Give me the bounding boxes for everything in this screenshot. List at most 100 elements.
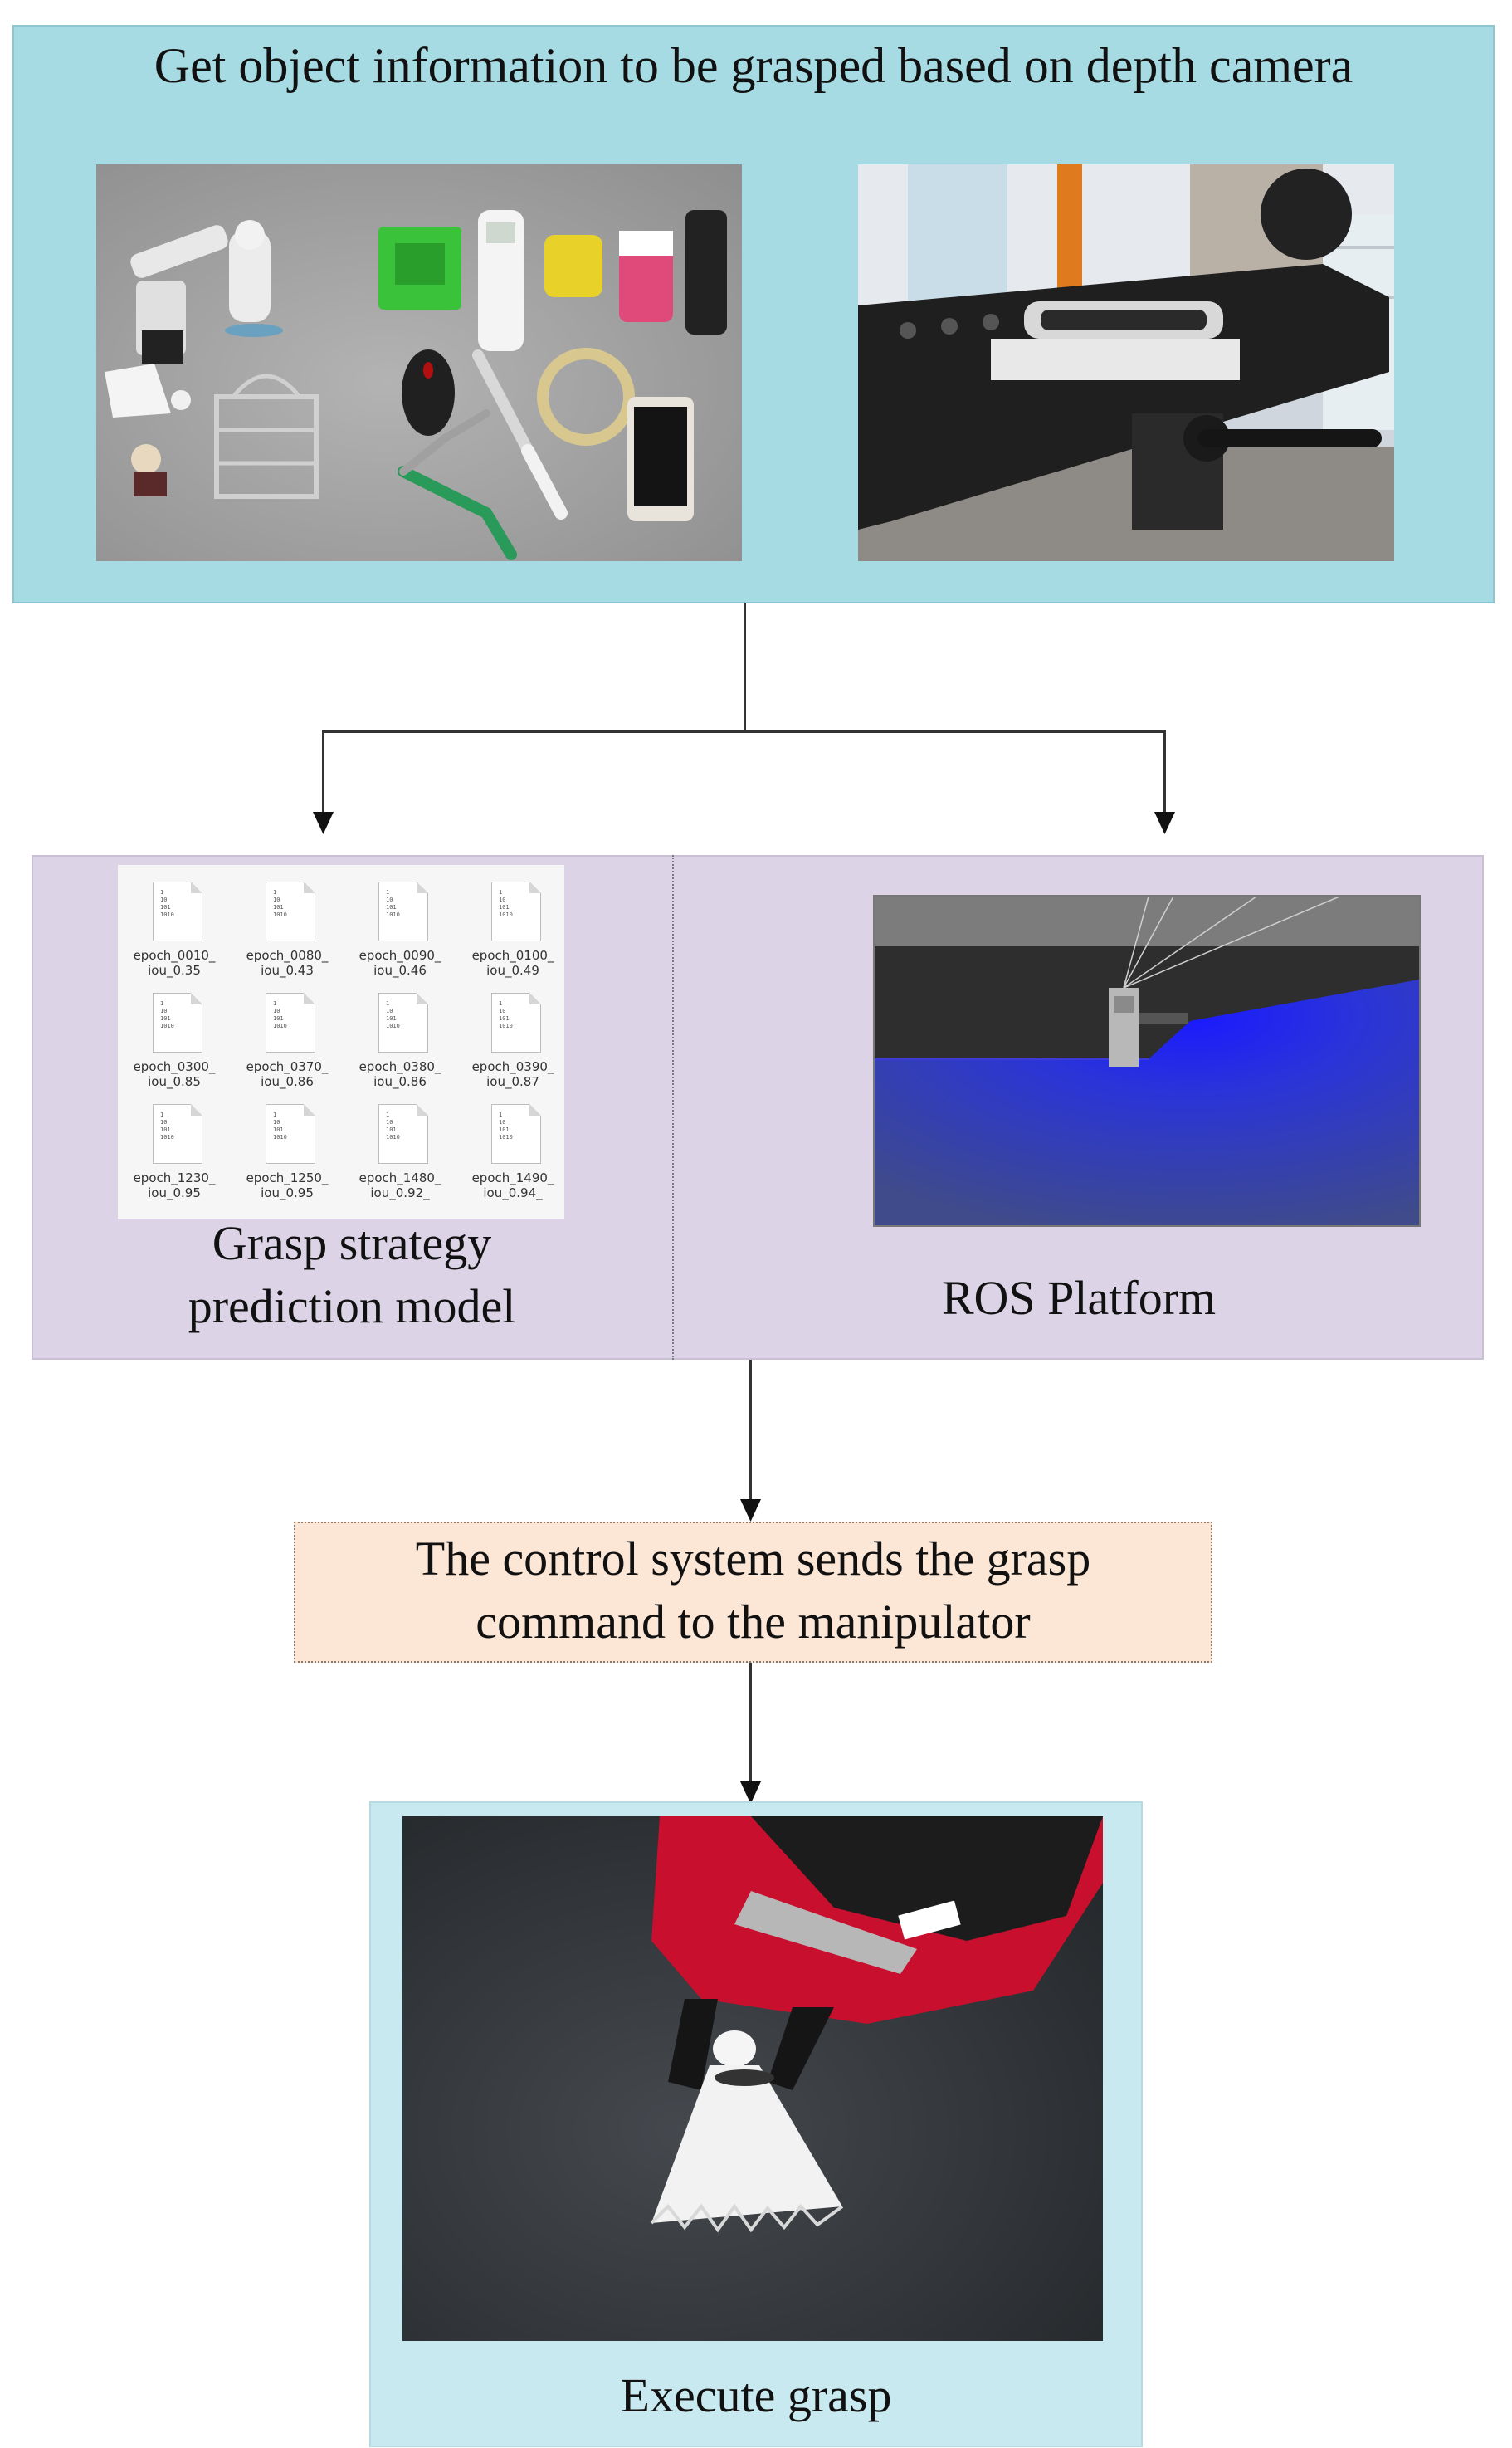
file-name-epoch: epoch_1230_ (133, 1170, 216, 1185)
file-name: epoch_0370_iou_0.86 (232, 1059, 342, 1089)
connector-mid-to-command (749, 1360, 752, 1501)
file-icon: 1 10 101 1010 (266, 882, 315, 941)
file-icon: 1 10 101 1010 (378, 1104, 428, 1164)
file-icon-text: 1 10 101 1010 (499, 1000, 513, 1029)
connector-horizontal (322, 730, 1165, 733)
ros-simulation-render (873, 895, 1421, 1227)
file-name-iou: iou_0.86 (373, 1074, 427, 1089)
checkpoint-file[interactable]: 1 10 101 1010 epoch_1490_iou_0.94_ (463, 1104, 563, 1212)
panel-divider (672, 855, 674, 1360)
checkpoint-file[interactable]: 1 10 101 1010 epoch_0010_iou_0.35 (124, 882, 224, 989)
arrowhead-execute-icon (740, 1781, 761, 1804)
file-icon-text: 1 10 101 1010 (160, 1000, 174, 1029)
file-icon-text: 1 10 101 1010 (160, 1112, 174, 1141)
file-name-epoch: epoch_0380_ (358, 1059, 441, 1074)
file-name-epoch: epoch_0300_ (133, 1059, 216, 1074)
file-name: epoch_0100_iou_0.49 (458, 948, 568, 978)
file-name-iou: iou_0.85 (148, 1074, 201, 1089)
file-name-iou: iou_0.94_ (483, 1185, 543, 1200)
file-name-iou: iou_0.95 (261, 1185, 314, 1200)
checkpoint-file[interactable]: 1 10 101 1010 epoch_1250_iou_0.95 (237, 1104, 337, 1212)
file-icon-text: 1 10 101 1010 (386, 889, 400, 918)
file-name: epoch_0080_iou_0.43 (232, 948, 342, 978)
execute-grasp-label-text: Execute grasp (620, 2368, 892, 2422)
file-icon: 1 10 101 1010 (491, 1104, 541, 1164)
checkpoint-file[interactable]: 1 10 101 1010 epoch_0100_iou_0.49 (463, 882, 563, 989)
file-name-epoch: epoch_0080_ (246, 948, 329, 963)
execute-grasp-label: Execute grasp (369, 2364, 1143, 2427)
control-command-line1: The control system sends the grasp (415, 1532, 1091, 1586)
camera-info-title: Get object information to be grasped bas… (154, 38, 1353, 93)
arrowhead-right-icon (1154, 812, 1175, 834)
file-icon-text: 1 10 101 1010 (273, 1112, 287, 1141)
file-name-iou: iou_0.49 (486, 963, 539, 978)
file-name-iou: iou_0.43 (261, 963, 314, 978)
file-name: epoch_1250_iou_0.95 (232, 1170, 342, 1200)
file-name-iou: iou_0.95 (148, 1185, 201, 1200)
file-name-iou: iou_0.46 (373, 963, 427, 978)
checkpoint-file[interactable]: 1 10 101 1010 epoch_0080_iou_0.43 (237, 882, 337, 989)
ros-platform-label-text: ROS Platform (941, 1271, 1217, 1325)
checkpoint-file[interactable]: 1 10 101 1010 epoch_0300_iou_0.85 (124, 993, 224, 1101)
arrowhead-command-icon (740, 1499, 761, 1522)
file-name-iou: iou_0.92_ (370, 1185, 430, 1200)
checkpoint-file[interactable]: 1 10 101 1010 epoch_0370_iou_0.86 (237, 993, 337, 1101)
file-icon: 1 10 101 1010 (378, 993, 428, 1053)
checkpoint-file[interactable]: 1 10 101 1010 epoch_0390_iou_0.87 (463, 993, 563, 1101)
file-name-iou: iou_0.87 (486, 1074, 539, 1089)
file-name-epoch: epoch_1480_ (358, 1170, 441, 1185)
file-icon: 1 10 101 1010 (266, 993, 315, 1053)
file-name-epoch: epoch_1250_ (246, 1170, 329, 1185)
file-icon-text: 1 10 101 1010 (499, 889, 513, 918)
file-name: epoch_1230_iou_0.95 (119, 1170, 229, 1200)
file-name: epoch_1490_iou_0.94_ (458, 1170, 568, 1200)
control-command-text: The control system sends the grasp comma… (294, 1527, 1212, 1654)
arrowhead-left-icon (313, 812, 334, 834)
file-icon: 1 10 101 1010 (491, 993, 541, 1053)
file-name: epoch_0090_iou_0.46 (345, 948, 455, 978)
grasp-model-label-line2: prediction model (188, 1279, 516, 1333)
file-name-epoch: epoch_0390_ (471, 1059, 554, 1074)
file-icon: 1 10 101 1010 (266, 1104, 315, 1164)
file-icon: 1 10 101 1010 (378, 882, 428, 941)
connector-left-stem (322, 730, 324, 814)
ros-platform-label: ROS Platform (674, 1267, 1484, 1330)
file-icon: 1 10 101 1010 (153, 1104, 202, 1164)
depth-camera-mount-photo (858, 164, 1394, 561)
connector-command-to-execute (749, 1663, 752, 1783)
file-icon-text: 1 10 101 1010 (273, 1000, 287, 1029)
execute-grasp-photo (402, 1816, 1103, 2341)
file-name-epoch: epoch_0010_ (133, 948, 216, 963)
checkpoint-file[interactable]: 1 10 101 1010 epoch_0380_iou_0.86 (350, 993, 450, 1101)
control-command-line2: command to the manipulator (476, 1595, 1031, 1649)
file-icon-text: 1 10 101 1010 (386, 1000, 400, 1029)
checkpoint-file[interactable]: 1 10 101 1010 epoch_0090_iou_0.46 (350, 882, 450, 989)
connector-right-stem (1163, 730, 1166, 814)
file-name: epoch_0390_iou_0.87 (458, 1059, 568, 1089)
file-name: epoch_1480_iou_0.92_ (345, 1170, 455, 1200)
grasp-model-label-line1: Grasp strategy (212, 1216, 492, 1270)
file-name-epoch: epoch_1490_ (471, 1170, 554, 1185)
grasp-model-label: Grasp strategy prediction model (32, 1212, 672, 1338)
file-icon-text: 1 10 101 1010 (273, 889, 287, 918)
file-name-iou: iou_0.86 (261, 1074, 314, 1089)
file-name-epoch: epoch_0370_ (246, 1059, 329, 1074)
control-command-box (294, 1522, 1212, 1663)
file-icon: 1 10 101 1010 (153, 882, 202, 941)
file-name: epoch_0300_iou_0.85 (119, 1059, 229, 1089)
file-name: epoch_0010_iou_0.35 (119, 948, 229, 978)
file-icon-text: 1 10 101 1010 (499, 1112, 513, 1141)
file-icon-text: 1 10 101 1010 (386, 1112, 400, 1141)
connector-vertical-top (744, 603, 746, 732)
file-icon-text: 1 10 101 1010 (160, 889, 174, 918)
checkpoint-file[interactable]: 1 10 101 1010 epoch_1480_iou_0.92_ (350, 1104, 450, 1212)
file-name-iou: iou_0.35 (148, 963, 201, 978)
objects-on-table-photo (96, 164, 742, 561)
file-name-epoch: epoch_0090_ (358, 948, 441, 963)
checkpoint-file[interactable]: 1 10 101 1010 epoch_1230_iou_0.95 (124, 1104, 224, 1212)
file-icon: 1 10 101 1010 (153, 993, 202, 1053)
file-name-epoch: epoch_0100_ (471, 948, 554, 963)
file-name: epoch_0380_iou_0.86 (345, 1059, 455, 1089)
file-icon: 1 10 101 1010 (491, 882, 541, 941)
